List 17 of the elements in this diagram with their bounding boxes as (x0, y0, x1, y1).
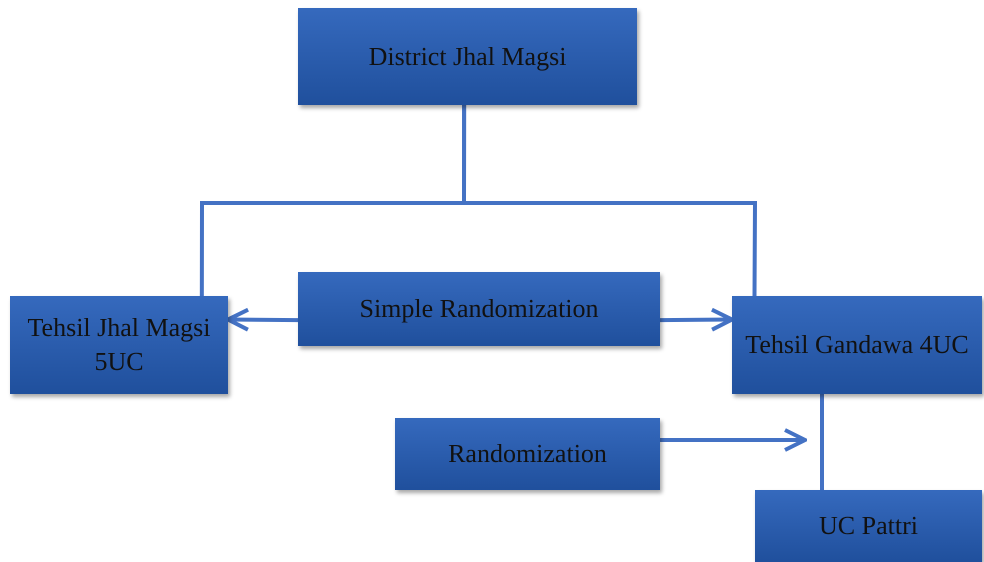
process-box (395, 418, 660, 490)
box-label: Randomization (448, 438, 607, 470)
box-label: Tehsil Gandawa 4UC (745, 329, 969, 362)
process-box (10, 296, 228, 394)
process-box (755, 490, 982, 562)
process-box (298, 8, 637, 105)
arrow (660, 428, 807, 452)
arrow (660, 308, 734, 332)
box-label: UC Pattri (819, 510, 918, 542)
arrow (226, 308, 298, 332)
box-label: Simple Randomization (359, 293, 599, 326)
box-label: District Jhal Magsi (368, 40, 566, 73)
process-box (298, 272, 660, 346)
box-label: Tehsil Jhal Magsi 5UC (26, 312, 212, 378)
connector-line (462, 105, 758, 296)
connector-line (820, 394, 824, 490)
process-box (732, 296, 982, 394)
